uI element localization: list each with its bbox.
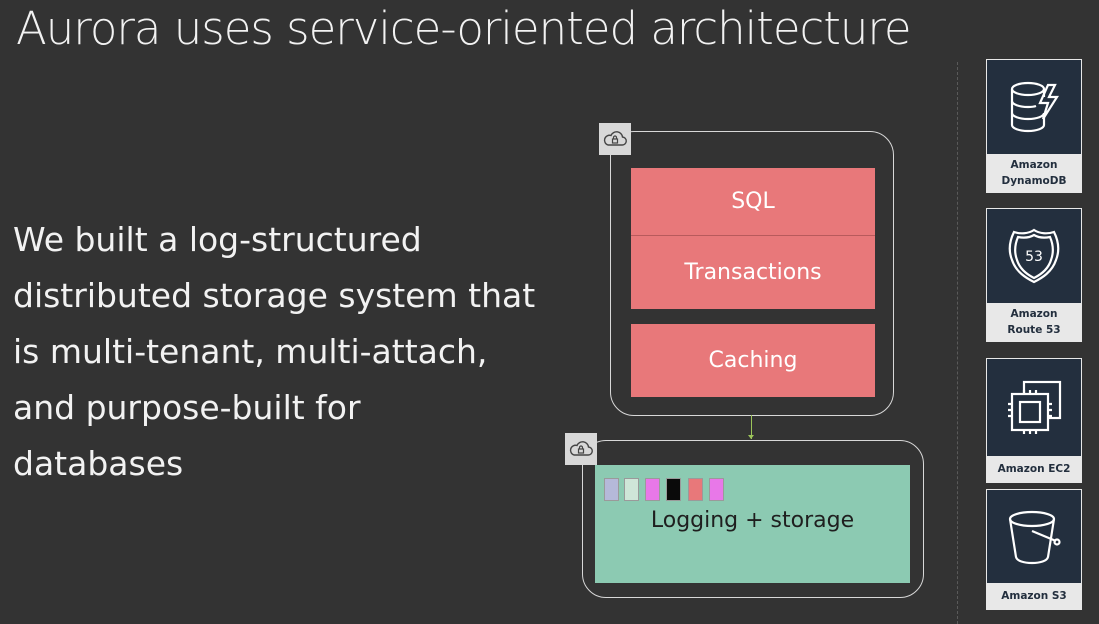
cloud-lock-icon [599,123,631,155]
log-chip [688,478,703,501]
log-chip [645,478,660,501]
dynamodb-icon [987,60,1081,154]
cloud-lock-icon [565,433,597,465]
svg-text:53: 53 [1025,249,1043,265]
slide-body-text: We built a log-structured distributed st… [13,212,593,492]
caching-block: Caching [631,324,875,397]
body-line: and purpose-built for [13,388,361,427]
body-line: We built a log-structured [13,220,422,259]
service-card-ec2: Amazon EC2 [986,358,1082,483]
compute-group [610,131,894,416]
s3-icon [987,490,1081,583]
block-divider [631,235,875,236]
connector-arrowhead [748,435,754,439]
service-card-s3: Amazon S3 [986,489,1082,610]
body-line: databases [13,444,184,483]
log-chip [624,478,639,501]
log-chip [666,478,681,501]
log-chip [709,478,724,501]
service-label: Amazon DynamoDB [1001,159,1067,187]
body-line: distributed storage system that [13,276,536,315]
log-chip [604,478,619,501]
service-label: Amazon Route 53 [1007,308,1061,336]
sql-block: SQL [631,168,875,235]
storage-group [582,440,924,598]
route53-icon: 53 [987,209,1081,303]
transactions-block: Transactions [631,236,875,309]
connector-line [751,415,752,439]
ec2-icon [987,359,1081,456]
column-divider [957,62,958,624]
service-card-dynamodb: Amazon DynamoDB [986,59,1082,193]
body-line: is multi-tenant, multi-attach, [13,332,488,371]
service-label: Amazon EC2 [997,463,1071,475]
slide-title: Aurora uses service-oriented architectur… [16,2,912,55]
service-label: Amazon S3 [1001,590,1067,602]
service-card-route53: 53 Amazon Route 53 [986,208,1082,342]
storage-label: Logging + storage [650,508,855,533]
